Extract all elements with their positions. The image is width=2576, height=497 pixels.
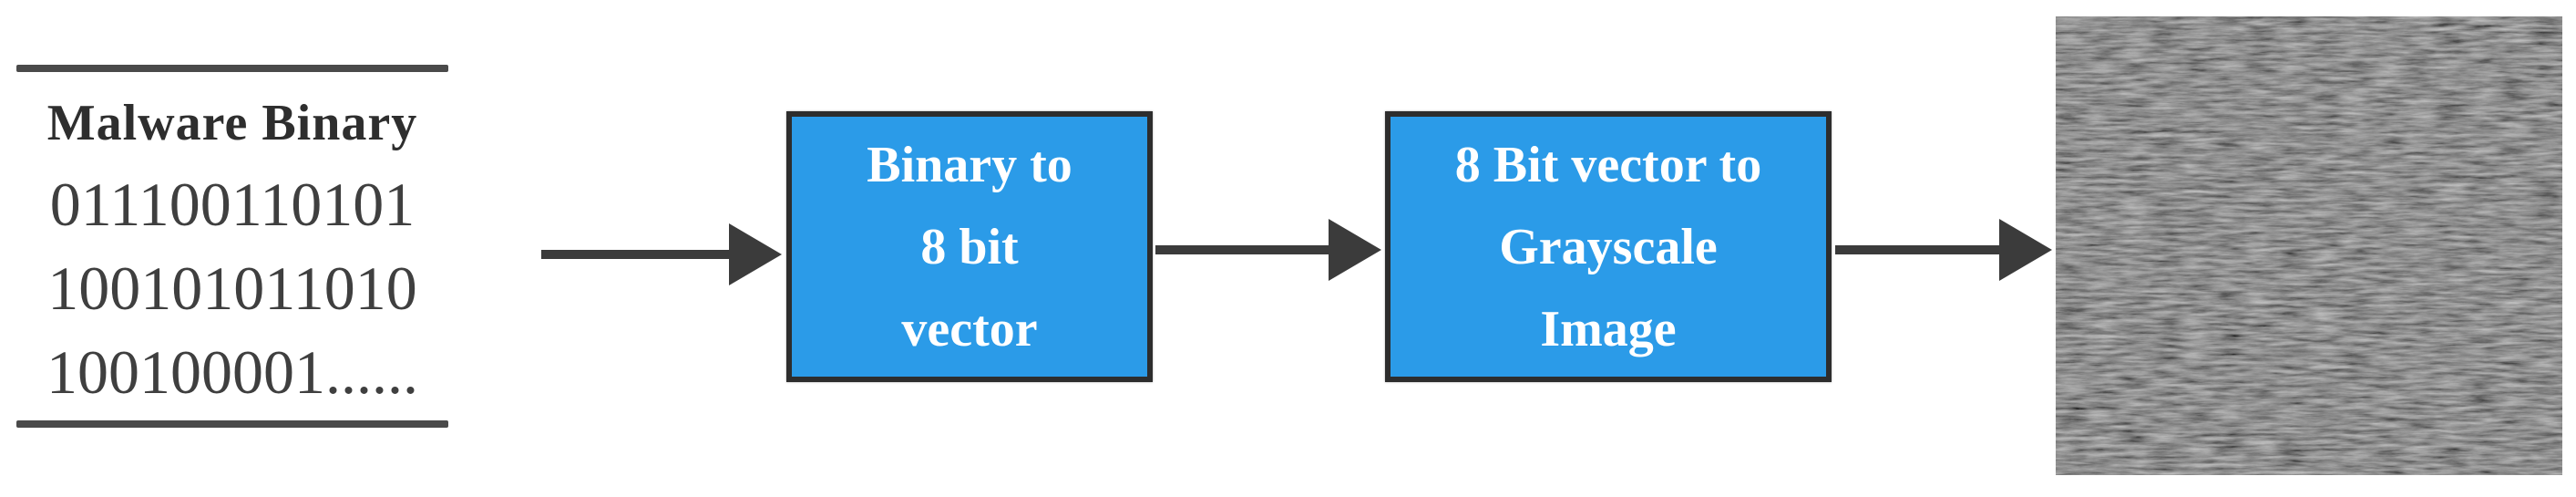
flow-arrow-icon [1154, 212, 1385, 288]
flow-arrow-icon [1833, 212, 2056, 288]
binary-digit-lines: 011100110101 100101011010 100100001.....… [16, 162, 448, 414]
box-label-line: Image [1540, 300, 1677, 357]
flow-arrow-icon [538, 216, 785, 293]
box-label-line: 8 Bit vector to [1454, 136, 1762, 193]
box-label-line: vector [901, 300, 1038, 357]
vector-to-grayscale-box: 8 Bit vector to Grayscale Image [1385, 111, 1832, 382]
binary-line: 100100001...... [46, 337, 418, 407]
malware-binary-block: Malware Binary 011100110101 100101011010… [16, 0, 449, 497]
top-divider [16, 65, 448, 72]
grayscale-malware-image [2056, 16, 2562, 475]
box-label-line: Grayscale [1499, 218, 1718, 275]
binary-line: 100101011010 [47, 254, 417, 323]
binary-line: 011100110101 [49, 170, 416, 239]
box-label-line: 8 bit [920, 218, 1019, 275]
box-label-line: Binary to [867, 136, 1072, 193]
bottom-divider [16, 420, 448, 428]
malware-binary-title: Malware Binary [46, 95, 418, 151]
binary-to-8bit-vector-box: Binary to 8 bit vector [786, 111, 1153, 382]
